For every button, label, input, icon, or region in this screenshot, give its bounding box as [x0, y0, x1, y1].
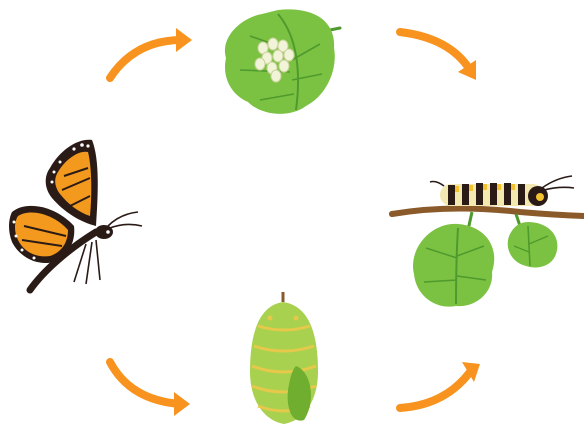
arrow-butterfly-to-eggs-icon	[110, 40, 182, 78]
chrysalis-icon	[250, 292, 318, 424]
arrow-chrysalis-to-butterfly-icon	[110, 362, 180, 404]
arrow-caterpillar-to-chrysalis-icon	[400, 372, 470, 408]
arrowhead-icon	[176, 28, 192, 52]
arrowhead-icon	[174, 392, 190, 416]
arrow-eggs-to-caterpillar-icon	[400, 32, 470, 70]
caterpillar-on-branch-icon	[389, 176, 584, 307]
monarch-butterfly-icon	[9, 140, 142, 290]
eggs-on-leaf-icon	[225, 9, 340, 114]
